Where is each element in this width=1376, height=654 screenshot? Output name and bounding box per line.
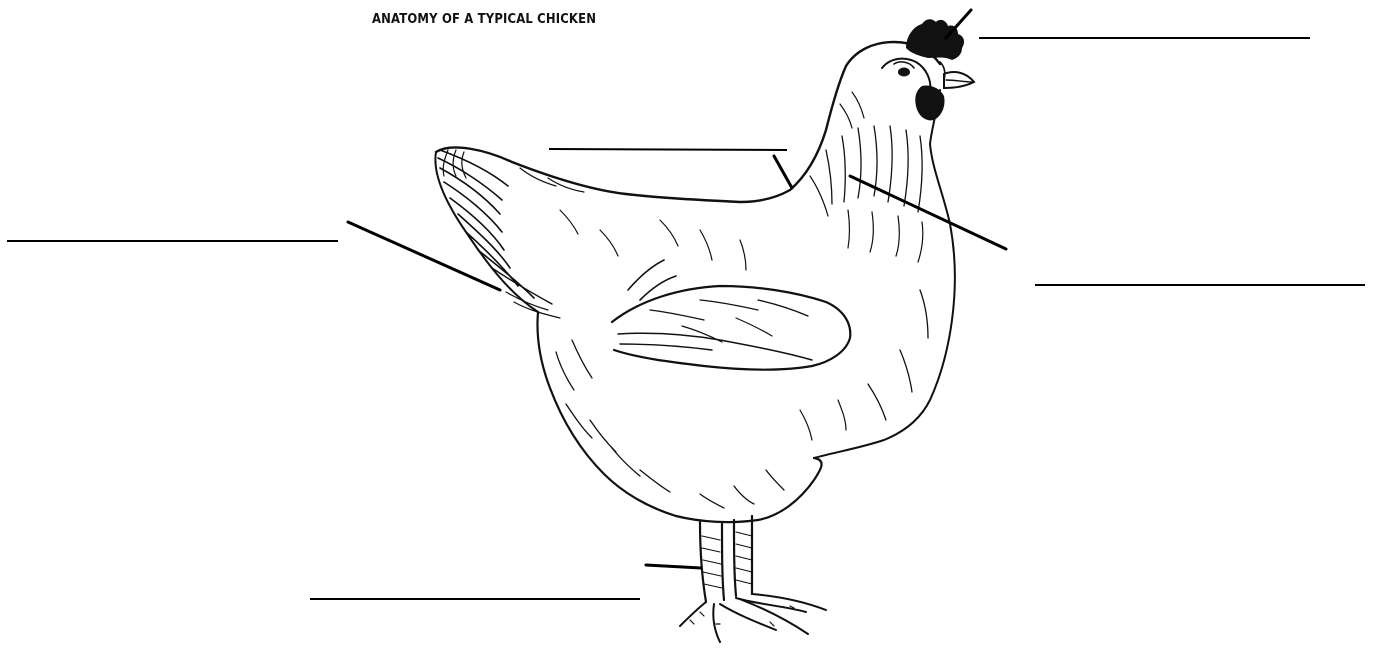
back-answer-line[interactable]: [549, 149, 787, 150]
label-lines: [7, 10, 1365, 599]
head-details: [882, 59, 974, 121]
legs-and-feet: [680, 516, 826, 642]
shank-leader-line: [646, 565, 701, 568]
chicken-illustration: [435, 19, 974, 642]
wing: [612, 260, 850, 370]
back-leader-line: [774, 156, 792, 188]
body: [538, 210, 929, 522]
tail-feathers: [435, 147, 626, 318]
comb-leader-line: [946, 10, 971, 38]
back-neck-head: [626, 42, 955, 458]
